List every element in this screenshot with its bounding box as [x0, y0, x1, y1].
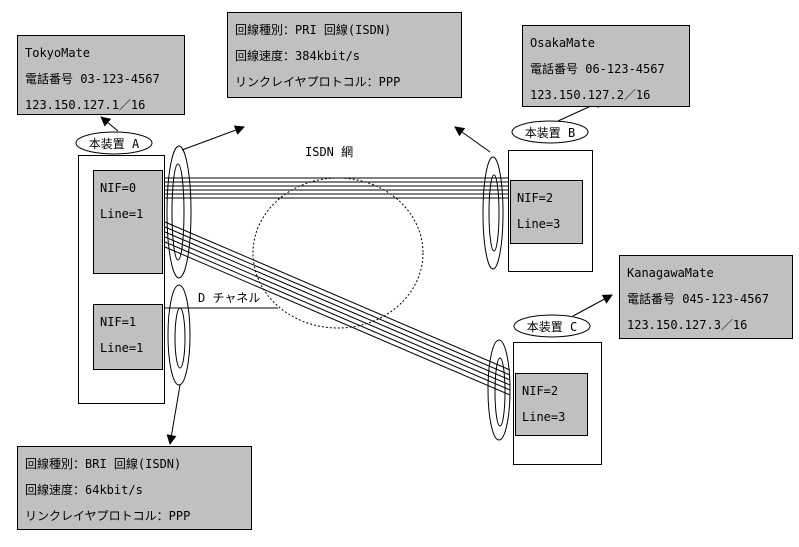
- bri-line-info-box: 回線種別：BRI 回線(ISDN) 回線速度：64kbit/s リンクレイヤプロ…: [17, 446, 252, 530]
- nif1-label: NIF=1: [100, 315, 137, 329]
- kanagawa-info-box: KanagawaMate 電話番号 045-123-4567 123.150.1…: [619, 255, 793, 339]
- line3-label: Line=3: [517, 217, 561, 231]
- isdn-network-label: ISDN 網: [305, 145, 354, 159]
- bundle-ellipse-b-outer: [482, 156, 504, 270]
- kanagawa-name: KanagawaMate: [627, 266, 714, 280]
- pri-line-a-c: [164, 221, 511, 396]
- pri-line-type: 回線種別：PRI 回線(ISDN): [235, 23, 392, 37]
- osaka-ip: 123.150.127.2／16: [530, 88, 651, 102]
- arrow-kanagawa-info: [572, 294, 613, 317]
- line1-label: Line=1: [100, 207, 144, 221]
- bundle-ellipse-c-outer: [487, 339, 511, 441]
- bri-line-speed: 回線速度：64kbit/s: [25, 483, 143, 497]
- line1-label: Line=1: [100, 341, 144, 355]
- tokyo-info-box: TokyoMate 電話番号 03-123-4567 123.150.127.1…: [17, 35, 185, 115]
- pri-link-protocol: リンクレイヤプロトコル：PPP: [235, 75, 401, 89]
- osaka-phone: 電話番号 06-123-4567: [530, 62, 665, 76]
- bundle-ellipse-b-inner: [488, 174, 500, 252]
- device-b-nif2: NIF=2 Line=3: [510, 180, 583, 244]
- isdn-network-cloud: [252, 177, 424, 329]
- device-a-label-oval: [75, 131, 153, 155]
- device-c-label: 本装置 C: [526, 320, 578, 334]
- arrow-pri-info-right: [454, 126, 491, 153]
- tokyo-name: TokyoMate: [25, 46, 91, 60]
- pri-line-info-box: 回線種別：PRI 回線(ISDN) 回線速度：384kbit/s リンクレイヤプ…: [227, 12, 462, 98]
- bundle-ellipse-a-bottom-outer: [167, 284, 191, 386]
- osaka-name: OsakaMate: [530, 36, 596, 50]
- bri-line-type: 回線種別：BRI 回線(ISDN): [25, 457, 182, 471]
- line3-label: Line=3: [522, 410, 566, 424]
- bundle-ellipse-a-bottom-inner: [174, 307, 186, 369]
- bundle-ellipse-c-inner: [494, 357, 506, 427]
- arrow-tokyo-info: [100, 116, 119, 132]
- osaka-info-box: OsakaMate 電話番号 06-123-4567 123.150.127.2…: [522, 25, 690, 107]
- nif0-label: NIF=0: [100, 181, 137, 195]
- pri-line-a-b: [160, 177, 510, 199]
- d-channel-label: D チャネル: [198, 291, 261, 305]
- device-b-label: 本装置 B: [524, 126, 576, 140]
- device-c-label-oval: [513, 314, 591, 338]
- nif2-label: NIF=2: [517, 191, 554, 205]
- bundle-ellipse-a-top-outer: [166, 145, 192, 279]
- tokyo-ip: 123.150.127.1／16: [25, 98, 146, 112]
- nif2-label: NIF=2: [522, 384, 559, 398]
- arrow-bri-info: [166, 384, 181, 445]
- device-a-nif1: NIF=1 Line=1: [93, 304, 163, 370]
- bri-link-protocol: リンクレイヤプロトコル：PPP: [25, 509, 191, 523]
- arrow-pri-info-left: [181, 125, 245, 151]
- device-c-nif2: NIF=2 Line=3: [515, 373, 588, 436]
- device-b-label-oval: [511, 120, 589, 144]
- pri-line-speed: 回線速度：384kbit/s: [235, 49, 361, 63]
- tokyo-phone: 電話番号 03-123-4567: [25, 72, 160, 86]
- device-a-nif0: NIF=0 Line=1: [93, 170, 163, 274]
- bundle-ellipse-a-top-inner: [171, 163, 185, 261]
- device-a-label: 本装置 A: [88, 137, 140, 151]
- kanagawa-phone: 電話番号 045-123-4567: [627, 292, 769, 306]
- kanagawa-ip: 123.150.127.3／16: [627, 318, 748, 332]
